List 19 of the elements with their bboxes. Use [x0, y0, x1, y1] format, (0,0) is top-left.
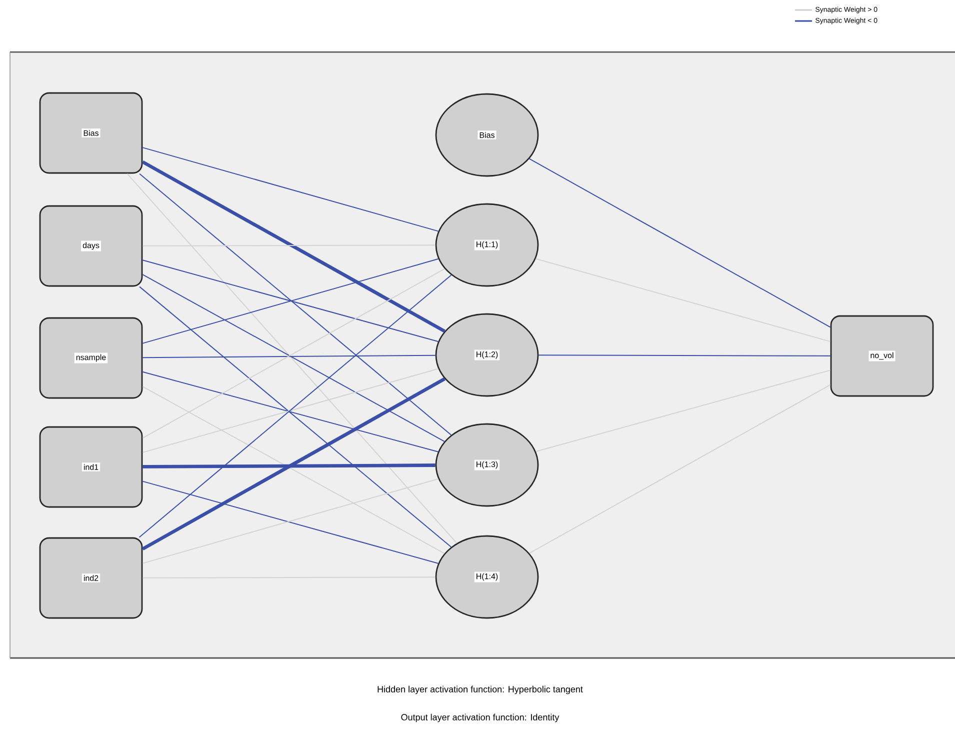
connection-line [142, 160, 446, 333]
neuron-box: no_vol [830, 315, 934, 397]
connection-line [126, 173, 458, 544]
connection-line [528, 384, 831, 554]
neuron-box: Bias [39, 92, 143, 174]
connection-line [535, 258, 831, 342]
connection-line [139, 173, 452, 436]
connection-line [142, 354, 436, 358]
connection-line [528, 158, 831, 328]
caption-text: Output layer activation function: Identity [401, 714, 560, 722]
connection-line [142, 464, 436, 468]
neuron-box: ind2 [39, 537, 143, 619]
neuron-box: days [39, 205, 143, 287]
connection-line [535, 370, 831, 452]
neuron-box: nsample [39, 317, 143, 399]
connection-line [142, 147, 439, 232]
caption-text: Hidden layer activation function: Hyperbolic tangent [378, 686, 583, 694]
connection-line [538, 354, 831, 356]
neuron-box: ind1 [39, 426, 143, 508]
